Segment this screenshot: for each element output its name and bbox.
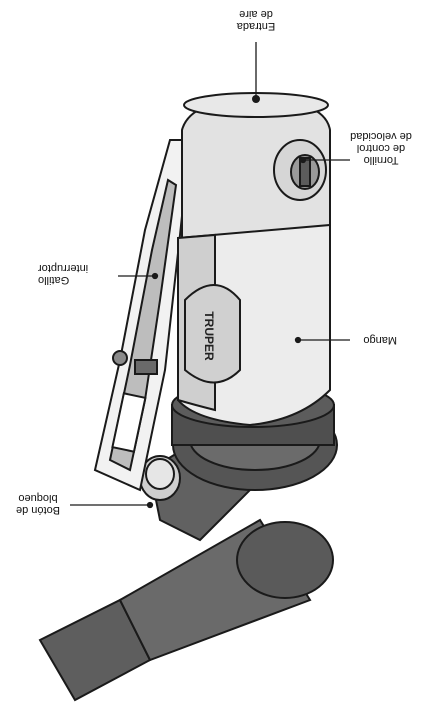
label-trigger: Gatillo interruptor — [38, 262, 114, 286]
brand-text: TRUPER — [202, 311, 216, 361]
nose-assembly — [40, 383, 337, 700]
label-speed-screw: Tornillo de control de velocidad — [348, 130, 414, 166]
label-lock-button: Botón de bloqueo — [10, 492, 66, 516]
label-air-inlet: Entrada de aire — [228, 8, 284, 32]
label-handle: Mango — [355, 334, 397, 346]
speed-screw-shape — [274, 140, 326, 200]
nose-end-face — [237, 522, 333, 598]
brand-badge: TRUPER — [185, 285, 240, 383]
